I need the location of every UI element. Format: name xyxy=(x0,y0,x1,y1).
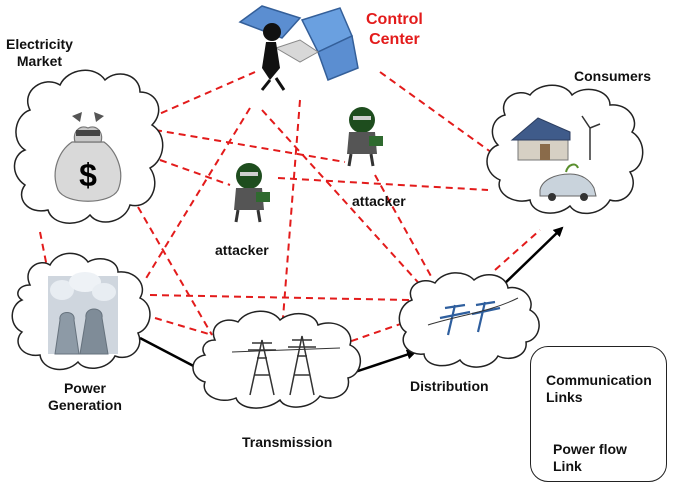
distribution-pole-icon xyxy=(427,297,519,336)
legend: Communication Links Power flow Link xyxy=(530,346,667,482)
link-market-consumers xyxy=(159,159,231,186)
control-center-operator-icon xyxy=(238,5,359,91)
power-generation-label: Power Generation xyxy=(48,380,122,413)
link-attacker-right-distribution xyxy=(374,174,433,279)
link-control-generation xyxy=(144,107,251,281)
electricity-market-label: Electricity Market xyxy=(6,36,73,69)
house-solar-icon xyxy=(510,117,571,161)
money-bag-icon: $ xyxy=(54,112,122,202)
transmission-tower-icon xyxy=(231,335,341,396)
communication-links xyxy=(39,71,541,346)
svg-text:$: $ xyxy=(79,157,97,193)
consumers-label: Consumers xyxy=(574,68,652,84)
wind-turbine-icon xyxy=(581,115,601,160)
attacker-icon xyxy=(347,107,383,167)
power-flow-distribution-consumers xyxy=(499,226,564,289)
attacker-label-left: attacker xyxy=(215,242,269,258)
link-generation-distribution xyxy=(149,294,411,301)
attacker-label-right: attacker xyxy=(352,193,406,209)
legend-power-flow-label: Power flow Link xyxy=(553,441,627,474)
legend-communication-links-label: Communication Links xyxy=(546,372,652,405)
electric-car-icon xyxy=(539,163,597,201)
link-market-transmission xyxy=(137,206,213,336)
link-market-generation xyxy=(39,231,49,273)
distribution-cloud xyxy=(398,272,540,368)
transmission-cloud xyxy=(192,310,361,409)
link-generation-transmission xyxy=(154,317,213,336)
link-market-attacker-right xyxy=(154,129,346,163)
link-distribution-consumers xyxy=(494,229,541,271)
power-flow-transmission-distribution xyxy=(354,349,417,374)
control-center-label: Control Center xyxy=(366,11,423,48)
transmission-label: Transmission xyxy=(242,434,333,450)
attacker-icon xyxy=(234,163,270,223)
link-control-consumers xyxy=(379,71,496,156)
power-plant-icon xyxy=(48,272,118,355)
link-control-transmission xyxy=(282,99,301,319)
distribution-label: Distribution xyxy=(410,378,489,394)
link-control-distribution-a xyxy=(261,109,426,291)
link-market-control xyxy=(149,71,256,119)
